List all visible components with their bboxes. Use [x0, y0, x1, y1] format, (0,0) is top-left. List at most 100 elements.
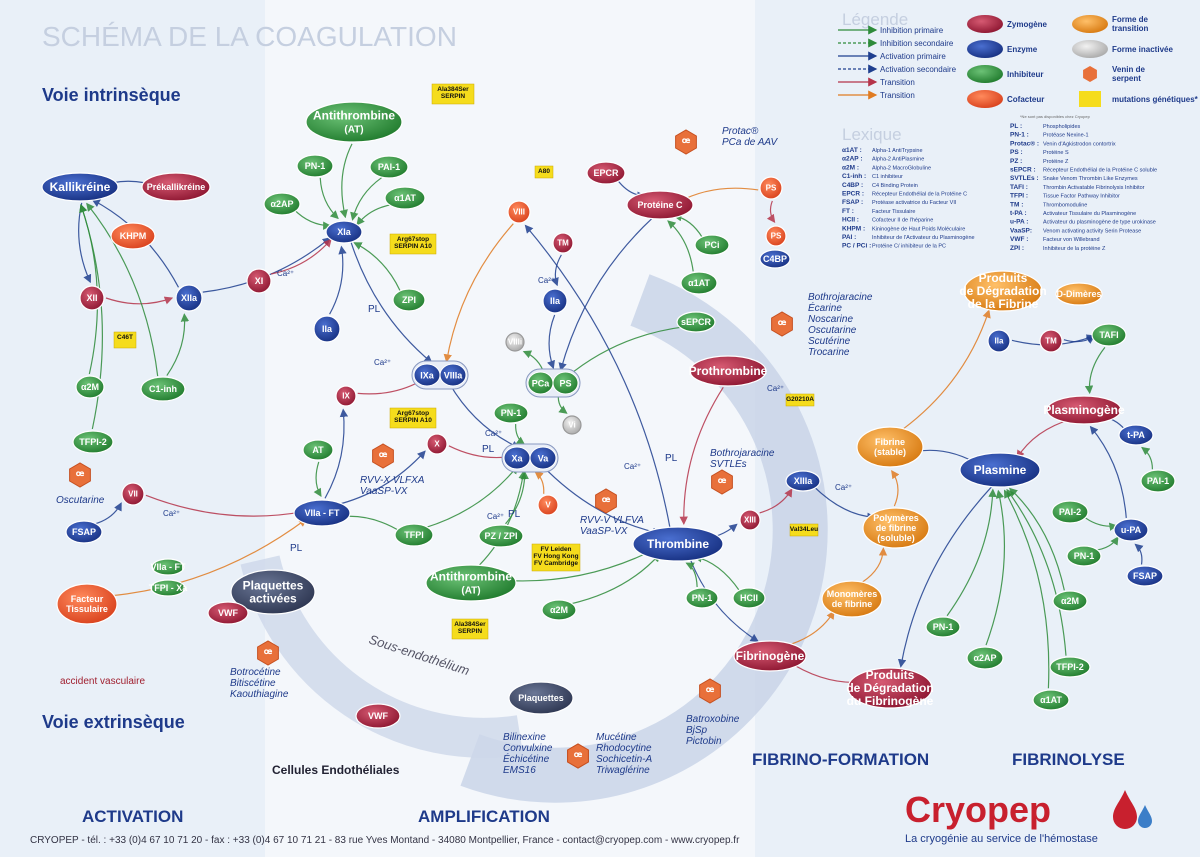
mutation-box-m-val34: Val34Leu [789, 523, 819, 537]
node-fsap-r: FSAP [1126, 565, 1164, 587]
edge-a1at_b-to-prot_c [667, 220, 694, 272]
node-label: VIIa - FT [304, 508, 340, 518]
lexique-definition: Récepteur Endothélial de la Protéine C s… [1043, 168, 1157, 174]
node-label: Thrombine [647, 537, 709, 551]
node-ix: IX [335, 385, 357, 407]
edge-tfpi-to-xa_va [424, 465, 519, 529]
node-a2m-m: α2M [541, 599, 577, 621]
node-label: IX [342, 392, 350, 401]
node-label: XIIIa [794, 476, 814, 486]
mutation-box-m-g20210a: G20210A [785, 393, 815, 407]
node-label: TFPI-2 [1056, 662, 1084, 672]
node-label: PCa [532, 379, 551, 389]
node-label: Plaquettes [243, 579, 304, 593]
lexique-definition: Snake Venom Thrombin Like Enzymes [1043, 176, 1138, 182]
node-at-top: Antithrombine (AT) [305, 101, 403, 143]
node-a2m-r: α2M [1052, 590, 1088, 612]
node-ps2: PS [765, 225, 787, 247]
node-label: PAI-1 [378, 162, 400, 172]
lexique-definition: Cofacteur II de l'héparine [872, 218, 933, 224]
node-label: Facteur [71, 594, 104, 604]
legend-shape-label: Cofacteur [1007, 95, 1044, 104]
lexique-definition: C1 inhibiteur [872, 174, 903, 180]
node-label: IIa [995, 337, 1004, 346]
node-label: PN-1 [933, 622, 954, 632]
node-label: t-PA [1127, 430, 1145, 440]
lexique-term: PN-1 : [1010, 132, 1029, 139]
calcium-label: Ca²⁺ [163, 509, 180, 518]
node-label: VIIa - FT [150, 562, 186, 572]
node-label: VIIIi [508, 338, 522, 347]
node-label: D-Dimères [1056, 289, 1101, 299]
node-c4bp: C4BP [759, 249, 791, 269]
node-viia-ft-s: VIIa - FT [150, 558, 186, 576]
lexique-title: Lexique [842, 125, 902, 144]
svg-text:ꟹ: ꟹ [602, 494, 611, 509]
node-label: IIa [322, 324, 333, 334]
node-label-2: activées [249, 592, 297, 606]
node-label: Plasminogène [1043, 403, 1125, 417]
node-label: PN-1 [692, 593, 713, 603]
node-label: Antithrombine [313, 109, 395, 123]
edge-xia-to-ixa_viiia [350, 242, 433, 364]
node-label: Produits [866, 668, 915, 682]
legend-line-label: Inhibition primaire [880, 26, 944, 35]
lexique-term: KHPM : [842, 225, 865, 232]
venom-text: Protac®PCa de AAV [722, 126, 779, 148]
lexique-definition: Inhibiteur de l'Activateur du Plasminogè… [872, 235, 975, 241]
node-tm: TM [552, 232, 574, 254]
node-a2ap-r: α2AP [966, 646, 1004, 670]
lexique-definition: Activateur du plasminogène de type uroki… [1043, 220, 1156, 226]
edge-xi-to-xia [271, 238, 332, 275]
snake-venom-icon: ꟹ [675, 129, 697, 155]
footer-contact: CRYOPEP - tél. : +33 (0)4 67 10 71 20 - … [30, 835, 740, 846]
node-label-2: Tissulaire [66, 604, 108, 614]
lexique-definition: Protéine C/ inhibiteur de la PC [872, 244, 946, 250]
lexique-definition: Kininogène de Haut Poids Moléculaire [872, 226, 965, 232]
node-label: IIa [550, 296, 561, 306]
edge-a2ap_a-to-xia [293, 208, 332, 230]
node-pai2: PAI-2 [1051, 500, 1089, 524]
node-xiii: XIII [739, 509, 761, 531]
lexique-term: C1-inh : [842, 173, 866, 180]
lexique-definition: C4 Binding Protein [872, 183, 918, 189]
node-tfpi2-l: TFPI-2 [72, 430, 114, 454]
lexique-term: VaaSP: [1010, 227, 1032, 234]
node-a2m-l: α2M [75, 375, 105, 399]
edge-thrombine-to-viii [524, 224, 671, 527]
node-tafi: TAFI [1091, 323, 1127, 347]
edge-sepcr-to-pca_ps [565, 326, 686, 378]
node-label: α1AT [1040, 695, 1062, 705]
node-pz-zpi: PZ / ZPI [478, 524, 524, 548]
calcium-label: Ca²⁺ [767, 384, 784, 393]
edge-at_bottom-to-xa_va [479, 470, 527, 566]
edge-at_top-to-xia [339, 143, 353, 219]
edge-viia_ft-to-ix [324, 408, 349, 499]
node-fsap: FSAP [65, 520, 103, 544]
legend-footnote: *Ne sont pas disponibles chez Cryopep [1020, 114, 1091, 119]
node-label: α2M [81, 382, 99, 392]
node-label: Prékallikréine [147, 182, 206, 192]
node-label: TFPI [404, 530, 424, 540]
lexique-term: PL : [1010, 123, 1022, 130]
node-label: Produits [979, 271, 1028, 285]
node-label: Fibrinogène [736, 649, 805, 663]
node-label-2: (AT) [344, 125, 363, 136]
lexique-definition: Thrombin Activatable Fibrinolysis Inhibi… [1043, 185, 1145, 191]
venom-v-protac: ꟹ Protac®PCa de AAV [675, 126, 779, 155]
node-iia-m: IIa [542, 288, 568, 314]
